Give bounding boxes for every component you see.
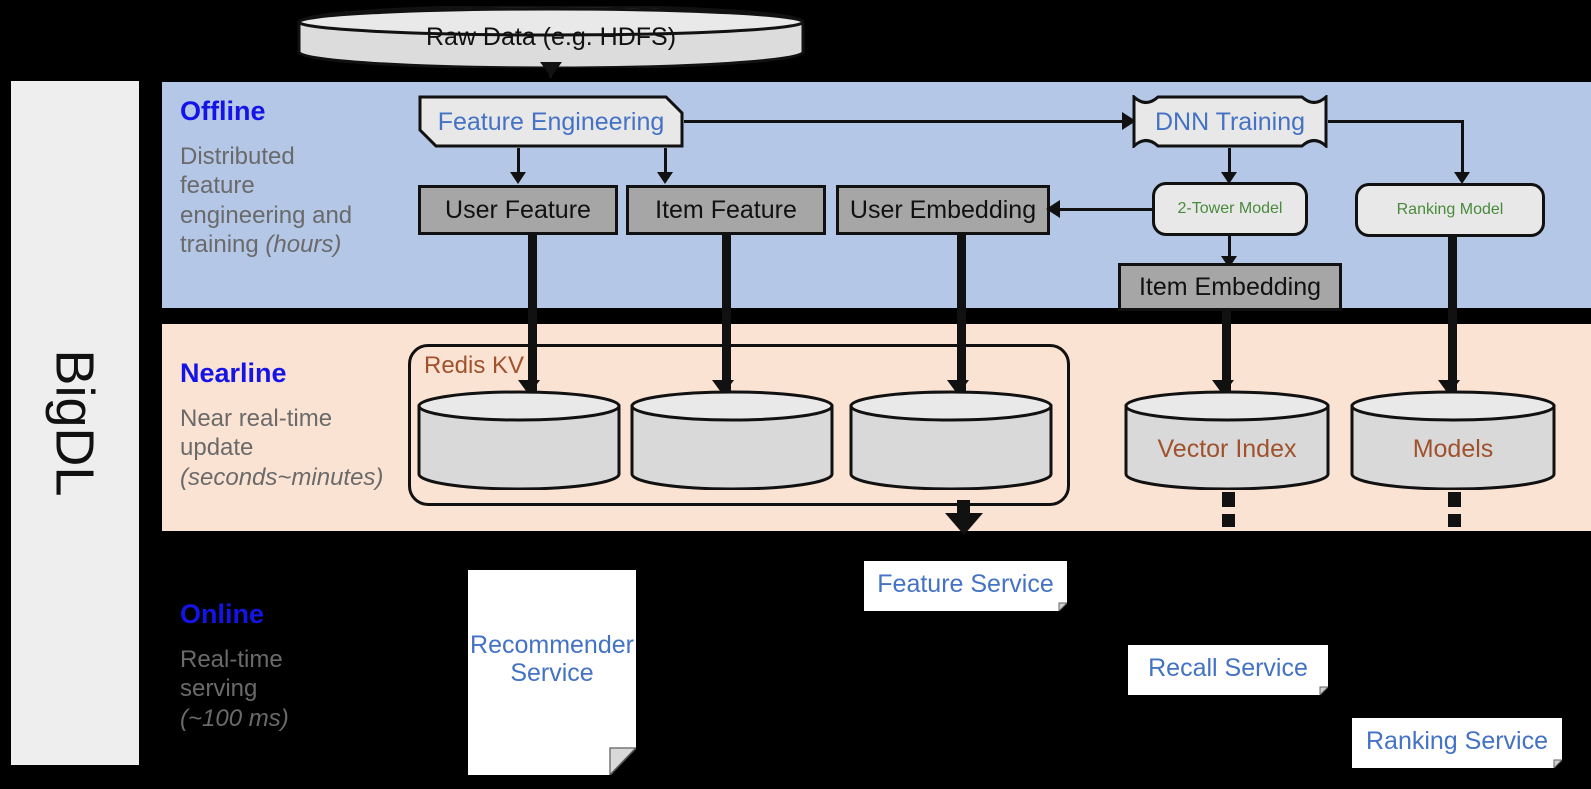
feature-engineering-node[interactable]: Feature Engineering: [418, 95, 684, 148]
bigdl-rail: [8, 78, 142, 768]
pipe-itemfeature-store: [722, 235, 731, 393]
arrowhead-twotower-userembedding: [1046, 200, 1060, 218]
feature-service-node[interactable]: Feature Service: [864, 561, 1067, 611]
arrowhead-fe-itemfeature: [657, 172, 673, 184]
redis-store-item-feature[interactable]: [630, 390, 834, 490]
connector-fe-itemfeature: [664, 148, 667, 176]
online-sub-l1: Real-time: [180, 646, 283, 673]
dnn-training-label: DNN Training: [1154, 107, 1306, 136]
feature-service-label: Feature Service: [877, 570, 1054, 598]
models-label: Models: [1412, 435, 1494, 463]
item-embedding-node[interactable]: Item Embedding: [1118, 263, 1342, 311]
online-sub-l3: (~100 ms): [180, 704, 289, 732]
vector-index-label: Vector Index: [1157, 435, 1297, 463]
stub-vectorindex-2: [1222, 514, 1235, 527]
nearline-sub-l2: update: [180, 434, 254, 462]
online-subtitle: Real-time serving (~100 ms): [180, 645, 410, 733]
user-embedding-node[interactable]: User Embedding: [836, 185, 1050, 235]
offline-sub-l1: Distributed: [180, 143, 295, 170]
dnn-training-node[interactable]: DNN Training: [1132, 95, 1328, 148]
raw-data-label: Raw Data (e.g. HDFS): [425, 22, 677, 51]
user-feature-label: User Feature: [445, 196, 591, 224]
stub-redis-featureservice: [957, 500, 970, 515]
models-node[interactable]: Models: [1350, 390, 1556, 490]
connector-dnn-twotower: [1228, 148, 1231, 176]
connector-dnn-ranking-v: [1461, 120, 1464, 175]
pipe-userfeature-store: [528, 235, 537, 393]
nearline-sub-l1: Near real-time: [180, 405, 333, 432]
connector-fe-userfeature: [517, 148, 520, 176]
offline-subtitle: Distributed feature engineering and trai…: [180, 142, 390, 259]
stub-models-2: [1448, 514, 1461, 527]
offline-sub-l2: feature: [180, 172, 255, 200]
stub-vectorindex-1: [1222, 492, 1235, 507]
recommender-service-node[interactable]: Recommender Service: [468, 570, 636, 775]
connector-twotower-itememb: [1228, 236, 1231, 261]
ranking-service-label: Ranking Service: [1365, 727, 1549, 755]
connector-twotower-userembedding: [1058, 208, 1154, 211]
item-feature-node[interactable]: Item Feature: [626, 185, 826, 235]
feature-engineering-label: Feature Engineering: [437, 107, 665, 136]
item-feature-label: Item Feature: [655, 196, 797, 224]
user-embedding-label: User Embedding: [849, 196, 1037, 224]
two-tower-model-label: 2-Tower Model: [1177, 200, 1283, 218]
nearline-subtitle: Near real-time update (seconds~minutes): [180, 404, 412, 492]
vector-index-node[interactable]: Vector Index: [1124, 390, 1330, 490]
ranking-service-node[interactable]: Ranking Service: [1352, 718, 1562, 768]
recall-service-node[interactable]: Recall Service: [1128, 645, 1328, 695]
raw-data-store[interactable]: Raw Data (e.g. HDFS): [296, 6, 806, 68]
arrowhead-redis-featureservice: [945, 513, 983, 535]
pipe-userembedding-store: [957, 235, 966, 393]
pipe-rankingmodel-models: [1448, 237, 1457, 393]
redis-store-user-embedding[interactable]: [849, 390, 1053, 490]
redis-store-user-feature[interactable]: [417, 390, 621, 490]
ranking-model-label: Ranking Model: [1396, 201, 1504, 219]
arrowhead-rawdata-fe: [540, 62, 562, 77]
offline-title: Offline: [180, 96, 266, 126]
bigdl-text: BigDL: [45, 349, 106, 497]
redis-kv-label: Redis KV: [424, 352, 525, 379]
redis-kv-container: [408, 344, 1070, 506]
bigdl-label: BigDL: [8, 78, 142, 768]
user-feature-node[interactable]: User Feature: [418, 185, 618, 235]
recommender-service-label-l2: Service: [510, 659, 594, 687]
recommender-service-label-l1: Recommender: [470, 631, 634, 659]
ranking-model-node[interactable]: Ranking Model: [1355, 183, 1545, 237]
stub-models-1: [1448, 492, 1461, 507]
nearline-sub-l3: (seconds~minutes): [180, 463, 384, 491]
connector-dnn-ranking-h: [1328, 120, 1464, 123]
offline-sub-l4: training (hours): [180, 230, 342, 258]
two-tower-model-node[interactable]: 2-Tower Model: [1152, 182, 1308, 236]
recall-service-label: Recall Service: [1148, 654, 1308, 682]
arrowhead-fe-userfeature: [510, 172, 526, 184]
online-sub-l2: serving: [180, 675, 258, 703]
offline-sub-l3: engineering and: [180, 201, 353, 229]
nearline-title: Nearline: [180, 358, 287, 388]
connector-fe-dnn: [684, 120, 1124, 123]
item-embedding-label: Item Embedding: [1138, 273, 1322, 301]
pipe-itemembedding-vectorindex: [1222, 311, 1231, 393]
arrowhead-dnn-twotower: [1221, 172, 1237, 184]
online-title: Online: [180, 599, 265, 629]
arrowhead-dnn-ranking: [1454, 172, 1470, 184]
